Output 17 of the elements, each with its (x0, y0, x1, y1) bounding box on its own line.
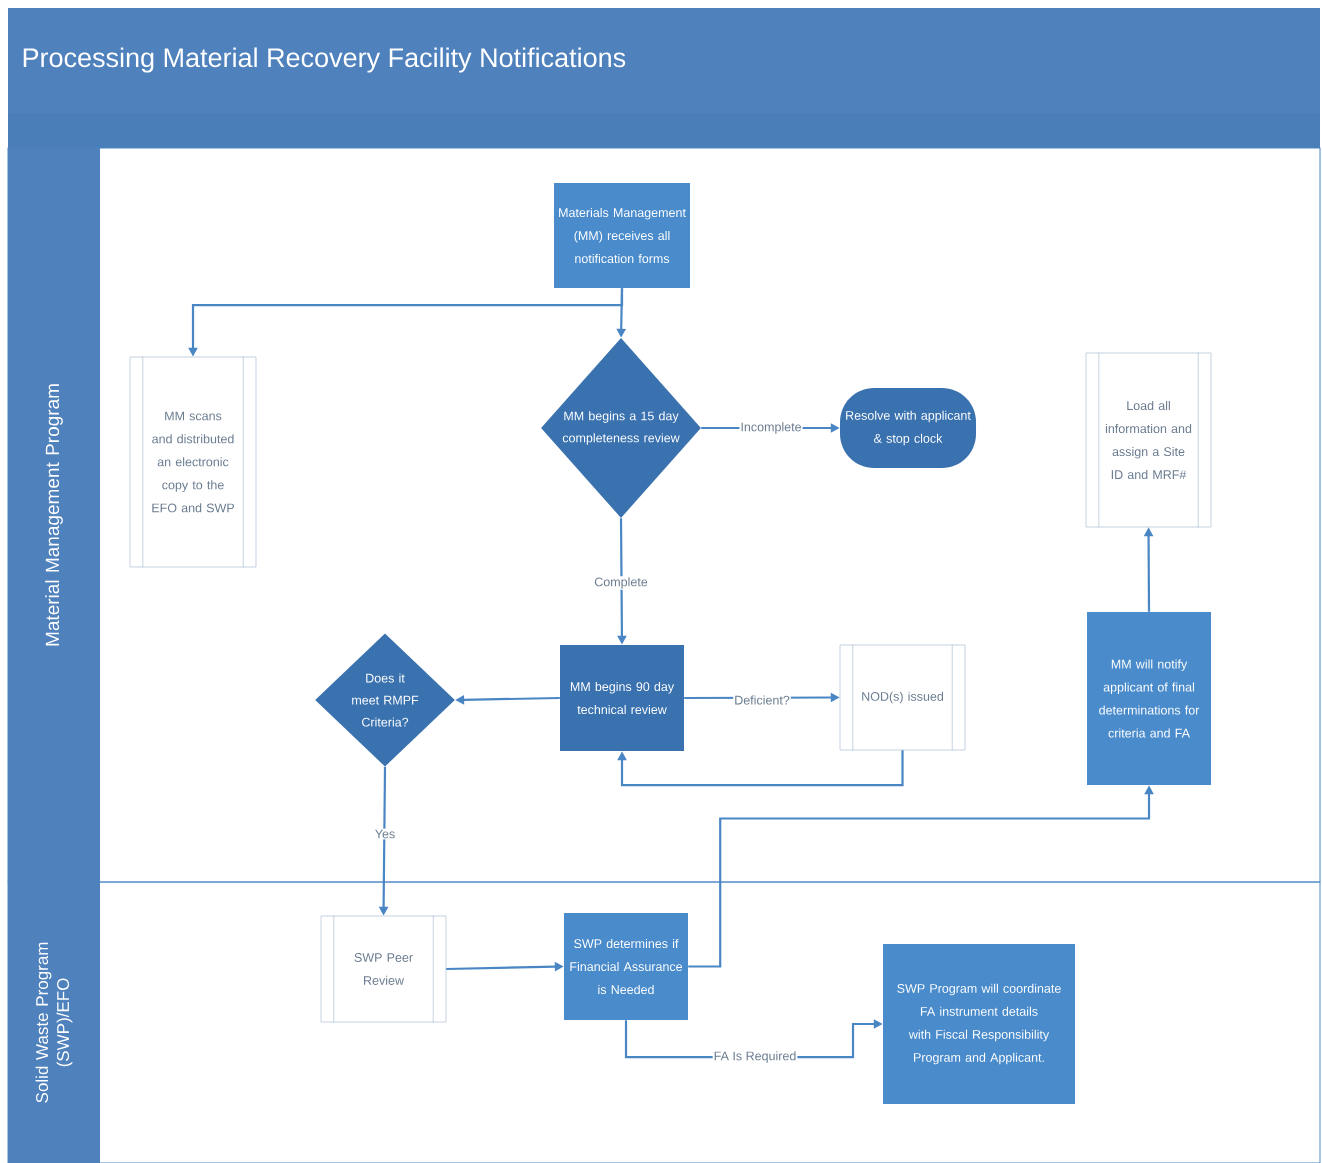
title-bar: Processing Material Recovery Facility Notifications (8, 8, 1320, 148)
edge-label: Yes (373, 828, 397, 840)
edge-label: Complete (593, 576, 649, 590)
process-box: SWP Program will coordinate FA instrument details with Fiscal Responsibility Program and Applicant. (883, 944, 1075, 1104)
subprocess-box: MM scans and distributed an electronic copy to the EFO and SWP (129, 356, 257, 568)
process-box: Materials Management (MM) receives all notification forms (554, 183, 690, 288)
process-box: MM begins 90 day technical review (560, 645, 684, 751)
subprocess-box: SWP Peer Review (320, 915, 447, 1023)
arrow (617, 750, 904, 787)
subprocess-box: NOD(s) issued (839, 644, 966, 751)
process-box: MM will notify applicant of final determinations for criteria and FA (1087, 612, 1211, 785)
edge-label: FA Is Required (712, 1050, 798, 1064)
edge-label: Deficient? (733, 694, 791, 706)
terminator-box: Resolve with applicant & stop clock (840, 388, 976, 468)
subprocess-box: Load all information and assign a Site ID and MRF# (1085, 352, 1212, 528)
process-box: SWP determines if Financial Assurance is Needed (564, 913, 688, 1020)
edge-label: Incomplete (739, 421, 803, 435)
